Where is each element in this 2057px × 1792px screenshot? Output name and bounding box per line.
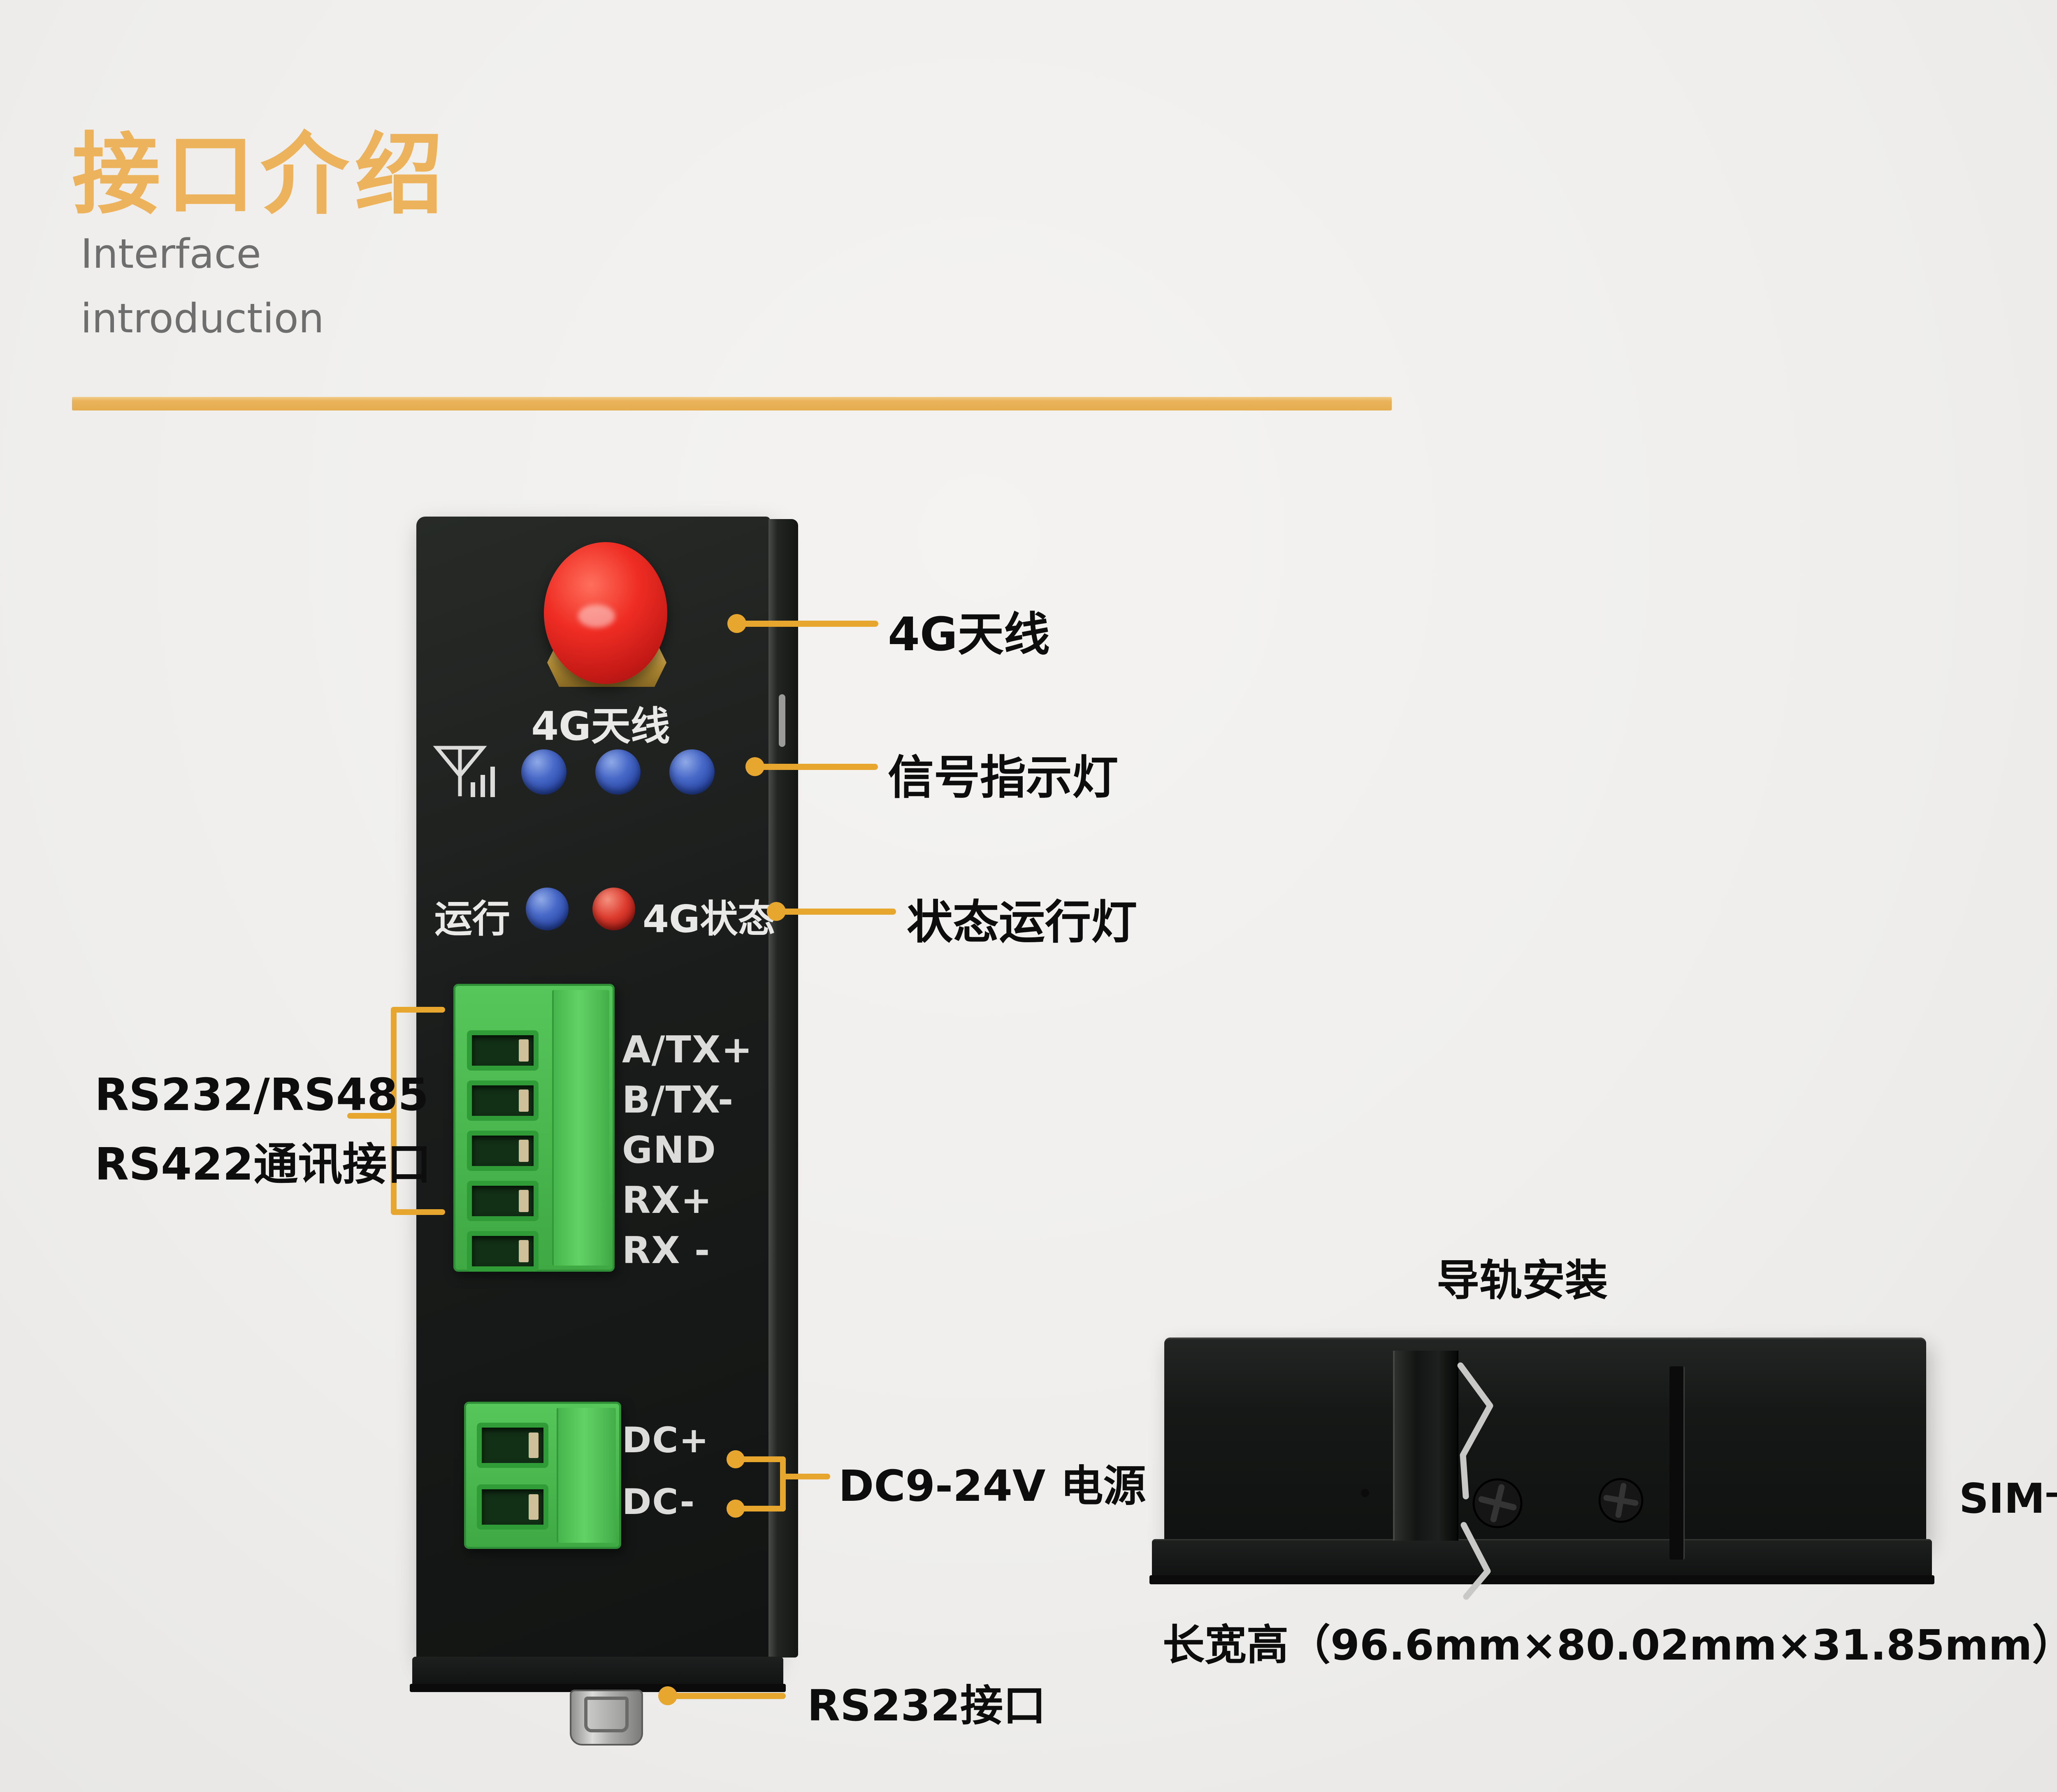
signal-led-3 [669,749,715,795]
signal-led-1 [521,749,566,795]
power-bracket-stub-minus [736,1506,786,1511]
run-print: 运行 [434,897,511,941]
terminal-hole-2 [467,1080,539,1121]
back-groove [1669,1366,1685,1560]
power-bracket-vertical [780,1456,786,1511]
callout-label-serial-2: RS422通讯接口 [95,1139,432,1190]
serial-bracket-middle-stub [347,1113,397,1119]
pin-label-gnd: GND [622,1129,717,1172]
power-hole-1 [477,1423,548,1468]
callout-label-signal: 信号指示灯 [888,751,1118,804]
antenna-print: 4G天线 [531,703,670,749]
pin-label-dc-plus: DC+ [622,1420,710,1461]
callout-label-rs232: RS232接口 [807,1681,1046,1731]
4g-status-print: 4G状态 [643,897,776,941]
mount-screws [1472,1478,1644,1528]
sim-slot-seam [779,694,785,747]
din-rail-spring-clip [1457,1362,1493,1600]
signal-strength-icon [433,746,495,797]
device-back-body [1164,1338,1926,1543]
page-title: 接口介绍 [72,123,449,226]
power-terminal-plate [557,1408,616,1543]
pin-label-rxm: RX - [622,1229,711,1272]
pin-label-atx: A/TX+ [622,1028,753,1071]
antenna-red-cap [544,542,667,684]
dimensions-text: 长宽高（96.6mm×80.02mm×31.85mm） [1163,1621,2057,1670]
callout-label-serial-1: RS232/RS485 [95,1069,429,1121]
device-base-flange [412,1657,783,1687]
signal-led-2 [595,749,641,795]
device-back-lip [1149,1575,1934,1584]
4g-status-led [592,888,635,930]
callout-label-antenna: 4G天线 [888,608,1050,661]
rs232-db9-connector [570,1690,643,1746]
callout-line-rs232 [667,1693,786,1699]
device-base-lip [410,1684,786,1692]
terminal-hole-5 [467,1231,539,1271]
subtitle-line-1: Interface [81,231,261,278]
callout-line-status [776,909,896,915]
terminal-hole-1 [467,1030,539,1071]
device-back-flange [1152,1539,1932,1579]
sim-slot-label: SIM卡槽 [1959,1474,2057,1523]
serial-bracket-bottom-stub [391,1209,445,1215]
din-rail-strip [1393,1351,1458,1541]
callout-label-status: 状态运行灯 [907,896,1137,949]
terminal-plate [552,990,609,1266]
callout-label-power: DC9-24V 电源 [838,1461,1146,1511]
serial-terminal-block [453,984,615,1272]
power-bracket-horizontal [780,1474,830,1479]
page-subtitle: Interface introduction [81,222,324,351]
antenna-cap-highlight [578,605,615,628]
pin-label-dc-minus: DC- [622,1481,696,1523]
back-pin-hole [1361,1489,1369,1497]
pin-label-rxp: RX+ [622,1179,713,1222]
callout-line-antenna [736,621,878,627]
callout-line-signal [755,764,878,770]
power-terminal-block [464,1402,621,1549]
power-bracket-stub-plus [736,1456,786,1462]
serial-bracket-top-stub [391,1007,445,1013]
terminal-hole-3 [467,1131,539,1171]
run-led [526,888,569,930]
serial-bracket-vertical [391,1007,397,1215]
mount-label: 导轨安装 [1436,1255,1608,1305]
subtitle-line-2: introduction [81,295,324,342]
header-divider [72,397,1392,410]
terminal-hole-4 [467,1181,539,1221]
power-hole-2 [477,1484,548,1530]
pin-label-btx: B/TX- [622,1078,734,1122]
